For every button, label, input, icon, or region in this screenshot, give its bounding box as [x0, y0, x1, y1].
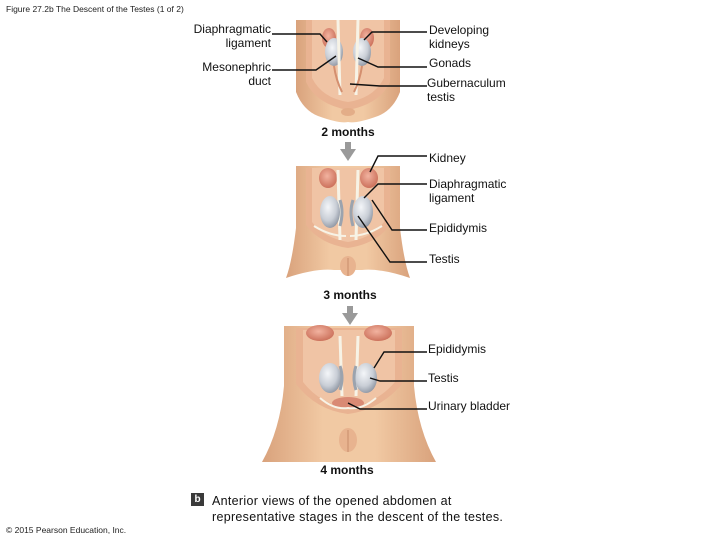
label-gonads: Gonads — [429, 56, 472, 70]
leader-mesonephric-duct — [272, 55, 337, 71]
leader-testis-2 — [369, 377, 427, 382]
stage-2-illustration — [286, 166, 410, 278]
panel-badge: b — [191, 493, 204, 506]
descent-arrow-1 — [340, 142, 356, 161]
figure-title: Figure 27.2b The Descent of the Testes (… — [6, 4, 184, 14]
label-gubernaculum-testis: Gubernaculum testis — [427, 76, 506, 104]
label-epididymis-1: Epididymis — [429, 221, 488, 235]
leader-gubernaculum-testis — [349, 83, 427, 87]
leader-testis-1 — [357, 215, 427, 263]
label-diaphragmatic-ligament-2: Diaphragmatic ligament — [429, 177, 507, 205]
leader-diaphragmatic-ligament-2 — [363, 183, 427, 199]
descent-arrow-2 — [342, 306, 358, 325]
label-testis-2: Testis — [428, 371, 459, 385]
stage-1-leaders — [272, 31, 427, 87]
leader-kidney — [369, 155, 427, 173]
label-kidney: Kidney — [429, 151, 466, 165]
leader-gonads — [357, 57, 427, 68]
stage-1-label: 2 months — [321, 125, 375, 139]
leader-diaphragmatic-ligament-1 — [272, 33, 328, 43]
leader-epididymis-1 — [371, 199, 427, 231]
label-developing-kidneys: Developing kidneys — [429, 23, 490, 51]
leader-urinary-bladder — [347, 402, 427, 410]
label-diaphragmatic-ligament-1: Diaphragmatic ligament — [193, 22, 271, 50]
stage-2-leaders — [357, 155, 427, 263]
stage-1-illustration — [296, 19, 400, 123]
label-testis-1: Testis — [429, 252, 460, 266]
stage-3-illustration — [262, 325, 436, 462]
leader-developing-kidneys — [363, 31, 427, 41]
stage-3-label: 4 months — [320, 463, 374, 477]
label-mesonephric-duct: Mesonephric duct — [202, 60, 271, 88]
leader-epididymis-2 — [373, 351, 427, 369]
figure-caption: Anterior views of the opened abdomen at … — [212, 494, 504, 524]
stage-2-label: 3 months — [323, 288, 377, 302]
stage-3-leaders — [347, 351, 427, 410]
copyright: © 2015 Pearson Education, Inc. — [6, 525, 127, 535]
label-epididymis-2: Epididymis — [428, 342, 487, 356]
label-urinary-bladder: Urinary bladder — [428, 399, 511, 413]
